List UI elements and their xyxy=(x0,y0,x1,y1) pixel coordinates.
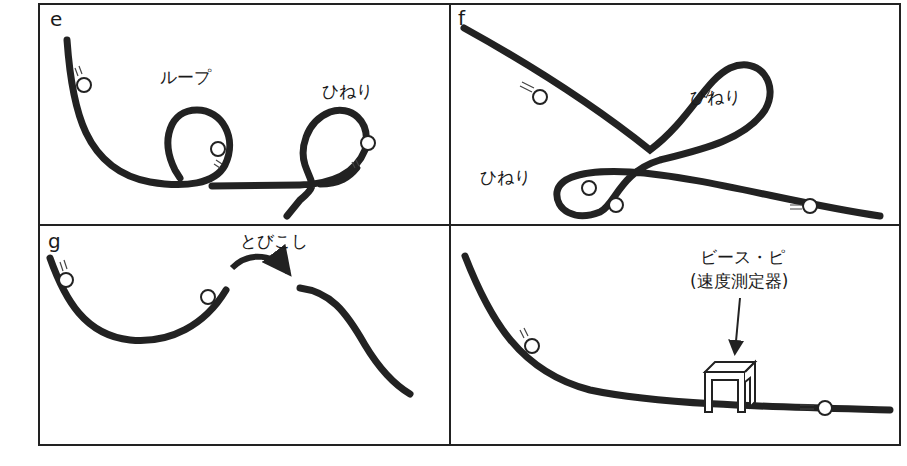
panel-letter: f xyxy=(458,7,465,29)
panel-letter: g xyxy=(48,230,61,252)
ball xyxy=(525,339,832,415)
motion-line xyxy=(520,82,802,209)
track xyxy=(465,256,890,410)
motion-line xyxy=(60,260,67,271)
ball xyxy=(77,78,375,156)
part-label: ひねり xyxy=(480,168,531,187)
part-label: ビース・ピ xyxy=(700,248,785,267)
part-label: ループ xyxy=(160,68,211,87)
track xyxy=(50,258,410,394)
track xyxy=(67,40,366,216)
panel-frame xyxy=(39,4,900,445)
part-label: とびこし xyxy=(240,232,308,251)
panel-letter: e xyxy=(50,8,62,30)
speed-gate xyxy=(705,362,755,412)
ball xyxy=(533,90,817,213)
part-label: ひねり xyxy=(322,82,373,101)
track xyxy=(464,28,880,216)
ball xyxy=(59,273,215,304)
part-label: ひねり xyxy=(690,88,741,107)
leader-arrow xyxy=(735,298,740,352)
part-label: (速度測定器) xyxy=(690,272,788,291)
motion-line xyxy=(75,66,359,168)
motion-line xyxy=(520,328,814,409)
jump-arrow xyxy=(232,257,288,272)
